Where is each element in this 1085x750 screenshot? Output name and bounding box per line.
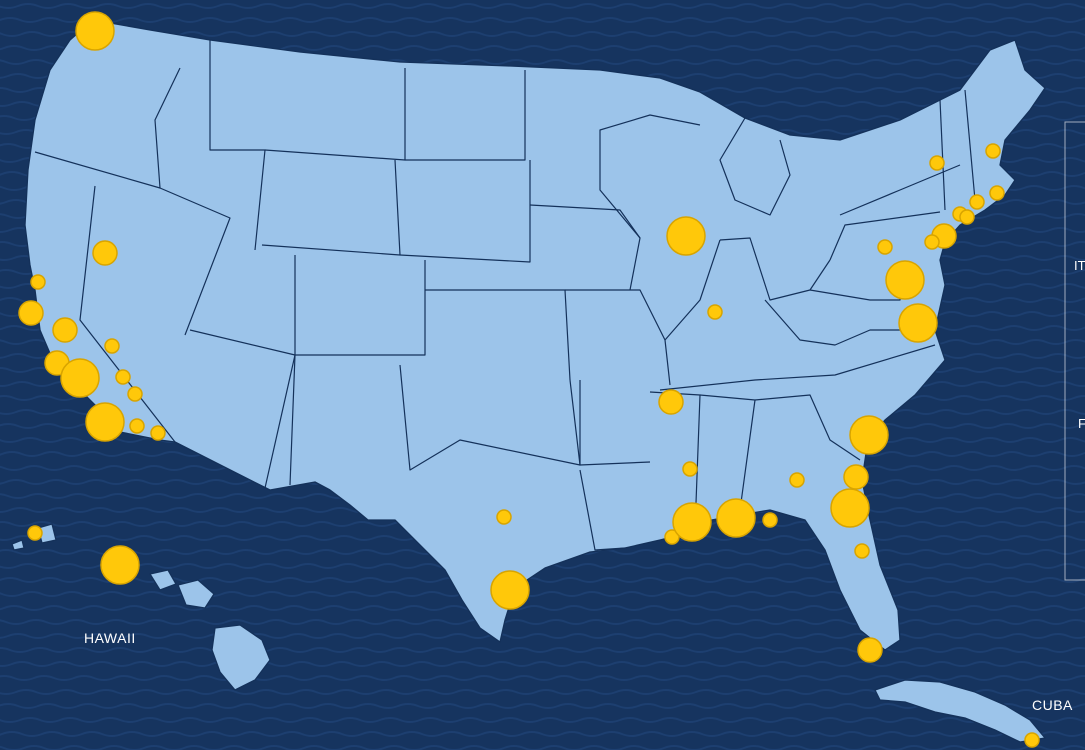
location-marker[interactable] [85,402,125,442]
location-marker[interactable] [885,260,925,300]
location-marker[interactable] [969,194,985,210]
wave-line [0,745,1085,750]
contiguous-us-landmass [24,19,1046,651]
location-marker[interactable] [75,11,115,51]
location-marker[interactable] [707,304,723,320]
location-marker[interactable] [104,338,120,354]
location-marker[interactable] [129,418,145,434]
location-marker[interactable] [929,155,945,171]
legend-fragment-2: F [1078,416,1085,431]
wave-line [0,17,1085,23]
wave-line [0,731,1085,737]
hawaii-island-main [211,624,271,691]
location-marker[interactable] [127,386,143,402]
location-marker[interactable] [924,234,940,250]
location-marker[interactable] [60,358,100,398]
marker-layer [18,11,1040,748]
cuba-label: CUBA [1032,697,1073,713]
location-marker[interactable] [762,512,778,528]
location-marker[interactable] [490,570,530,610]
location-marker[interactable] [672,502,712,542]
legend-fragment-1: IT [1074,258,1085,273]
location-marker[interactable] [843,464,869,490]
wave-line [0,633,1085,639]
location-marker[interactable] [496,509,512,525]
wave-line [0,3,1085,9]
location-marker[interactable] [115,369,131,385]
hawaii-island-oahu [149,569,177,591]
location-marker[interactable] [789,472,805,488]
location-marker[interactable] [898,303,938,343]
location-marker[interactable] [959,209,975,225]
location-marker[interactable] [989,185,1005,201]
legend-panel-fragment: IT F [1064,121,1085,581]
location-marker[interactable] [877,239,893,255]
wave-line [0,661,1085,667]
hawaii-island-niihau [11,539,25,551]
location-marker[interactable] [1024,732,1040,748]
location-marker[interactable] [27,525,43,541]
state-borders [34,40,976,551]
location-marker[interactable] [985,143,1001,159]
wave-line [0,675,1085,681]
location-marker[interactable] [857,637,883,663]
land-layer [11,19,1046,743]
location-marker[interactable] [30,274,46,290]
wave-line [0,619,1085,625]
location-marker[interactable] [664,529,680,545]
location-marker[interactable] [716,498,756,538]
hawaii-label: HAWAII [84,630,136,646]
wave-line [0,563,1085,569]
location-marker[interactable] [830,488,870,528]
location-marker[interactable] [18,300,44,326]
location-marker[interactable] [100,545,140,585]
location-marker[interactable] [92,240,118,266]
location-marker[interactable] [854,543,870,559]
wave-line [0,717,1085,723]
wave-line [0,591,1085,597]
wave-line [0,647,1085,653]
wave-line [0,605,1085,611]
location-marker[interactable] [52,317,78,343]
location-marker[interactable] [682,461,698,477]
hawaii-island-maui [177,579,215,609]
location-marker[interactable] [150,425,166,441]
location-marker[interactable] [658,389,684,415]
location-marker[interactable] [849,415,889,455]
location-marker[interactable] [666,216,706,256]
